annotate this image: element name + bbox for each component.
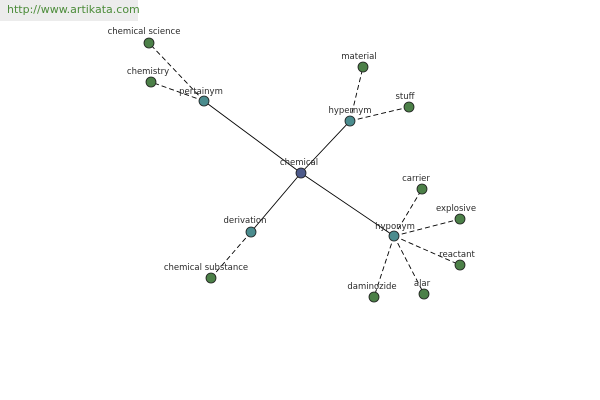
word-node-chemical-science[interactable] xyxy=(143,37,155,49)
word-node-daminozide[interactable] xyxy=(368,291,380,303)
edge-hyponym-carrier xyxy=(393,188,423,237)
word-label-stuff[interactable]: stuff xyxy=(395,92,415,102)
edge-pertainym-chemical-science xyxy=(148,42,205,102)
word-label-chemistry[interactable]: chemistry xyxy=(127,67,169,77)
graph-nodes xyxy=(143,37,466,303)
site-url[interactable]: http://www.artikata.com xyxy=(7,3,140,16)
edge-hyponym-explosive xyxy=(393,218,461,237)
relation-node-derivation[interactable] xyxy=(245,226,257,238)
word-node-explosive[interactable] xyxy=(454,213,466,225)
edge-hypernym-material xyxy=(349,66,364,122)
word-label-alar[interactable]: alar xyxy=(414,279,431,289)
edge-hyponym-daminozide xyxy=(373,235,395,298)
center-label-chemical[interactable]: chemical xyxy=(280,158,318,168)
edge-hyponym-alar xyxy=(393,235,425,295)
word-label-material[interactable]: material xyxy=(341,52,376,62)
edge-chemical-derivation xyxy=(250,172,302,233)
word-node-alar[interactable] xyxy=(418,288,430,300)
word-node-reactant[interactable] xyxy=(454,259,466,271)
graph-edges xyxy=(148,42,461,298)
edge-pertainym-chemistry xyxy=(150,81,205,102)
word-label-reactant[interactable]: reactant xyxy=(439,250,475,260)
edge-chemical-hypernym xyxy=(300,120,351,174)
url-banner: http://www.artikata.com xyxy=(0,0,140,21)
word-label-daminozide[interactable]: daminozide xyxy=(347,282,396,292)
edge-hypernym-stuff xyxy=(349,106,410,122)
edge-chemical-hyponym xyxy=(300,172,395,237)
center-node-chemical[interactable] xyxy=(295,167,307,179)
relation-node-hyponym[interactable] xyxy=(388,230,400,242)
word-node-stuff[interactable] xyxy=(403,101,415,113)
word-label-chemical-science[interactable]: chemical science xyxy=(108,27,181,37)
edge-derivation-chemical-substance xyxy=(210,231,252,279)
relation-node-hypernym[interactable] xyxy=(344,115,356,127)
word-label-explosive[interactable]: explosive xyxy=(436,204,476,214)
edge-hyponym-reactant xyxy=(393,235,461,266)
graph-labels: chemical pertainym chemical science chemist… xyxy=(108,27,477,292)
relation-label-pertainym[interactable]: pertainym xyxy=(179,87,223,97)
word-node-chemical-substance[interactable] xyxy=(205,272,217,284)
word-node-chemistry[interactable] xyxy=(145,76,157,88)
word-label-chemical-substance[interactable]: chemical substance xyxy=(164,263,248,273)
word-label-carrier[interactable]: carrier xyxy=(402,174,430,184)
relation-label-derivation[interactable]: derivation xyxy=(223,216,266,226)
word-node-carrier[interactable] xyxy=(416,183,428,195)
relation-label-hypernym[interactable]: hypernym xyxy=(328,106,371,116)
edge-chemical-pertainym xyxy=(203,100,302,174)
relation-label-hyponym[interactable]: hyponym xyxy=(375,222,415,232)
relation-node-pertainym[interactable] xyxy=(198,95,210,107)
word-node-material[interactable] xyxy=(357,61,369,73)
